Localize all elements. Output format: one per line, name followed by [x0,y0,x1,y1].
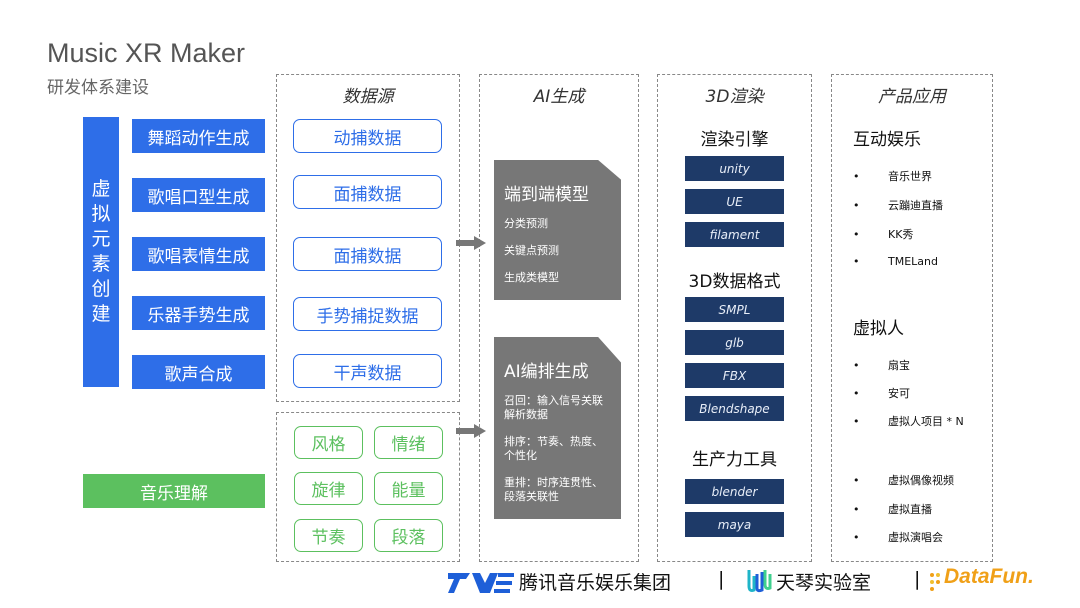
music-understanding-label: 音乐理解 [83,474,265,508]
datafun-dots-icon [930,573,940,591]
productivity-tools-title: 生产力工具 [692,450,777,470]
music-feature-item: 旋律 [294,472,363,505]
page-subtitle: 研发体系建设 [47,78,149,98]
3d-format-item: Blendshape [685,396,784,421]
dance-motion-generation: 舞蹈动作生成 [132,119,265,153]
data-source-item: 干声数据 [293,354,442,388]
page-title: Music XR Maker [47,38,246,68]
ai-gen-box [479,74,639,562]
data-source-item: 面捕数据 [293,175,442,209]
virtual-element-creation-label: 虚 拟 元 素 创 建 [83,117,119,387]
vertical-char: 元 [91,228,111,250]
product-list-item: •安可 [853,387,910,400]
tme-logo-icon [448,573,514,593]
product-list-item: •KK秀 [853,228,914,241]
3d-format-item: SMPL [685,297,784,322]
column-header-data-source: 数据源 [342,87,394,107]
product-list-item: •扇宝 [853,359,910,372]
footer-separator: | [718,568,725,590]
music-feature-item: 节奏 [294,519,363,552]
render-engine-title: 渲染引擎 [700,130,769,150]
bullet-icon: • [853,503,860,516]
3d-format-item: glb [685,330,784,355]
data-source-box [276,74,460,402]
music-feature-item: 段落 [374,519,443,552]
column-header-render: 3D渲染 [705,87,764,107]
music-feature-item: 情绪 [374,426,443,459]
3d-format-title: 3D数据格式 [688,272,781,292]
bullet-icon: • [853,199,860,212]
card-title: AI编排生成 [504,362,589,382]
card-title: 端到端模型 [504,185,589,205]
productivity-tool-item: maya [685,512,784,537]
bullet-icon: • [853,387,860,400]
instrument-gesture-generation: 乐器手势生成 [132,296,265,330]
interactive-entertainment-title: 互动娱乐 [853,130,921,150]
data-source-item: 面捕数据 [293,237,442,271]
music-feature-item: 能量 [374,472,443,505]
vertical-char: 创 [91,278,111,300]
tme-group-name: 腾讯音乐娱乐集团 [519,572,672,594]
bullet-icon: • [853,474,860,487]
product-list-item: •虚拟演唱会 [853,531,943,544]
product-list-item: •虚拟人项目 * N [853,415,964,428]
card-line: 召回：输入信号关联解析数据 [504,394,603,421]
product-list-item: •音乐世界 [853,170,932,183]
vertical-char: 虚 [91,178,111,200]
render-engine-item: UE [685,189,784,214]
footer-separator: | [914,568,921,590]
card-line: 排序：节奏、热度、个性化 [504,435,603,462]
arrow-right-icon [456,424,486,438]
product-list-item: •云蹦迪直播 [853,199,943,212]
vertical-char: 拟 [91,203,111,225]
render-engine-item: filament [685,222,784,247]
singing-lip-generation: 歌唱口型生成 [132,178,265,212]
vertical-char: 建 [91,303,111,325]
render-engine-item: unity [685,156,784,181]
product-list-item: •TMELand [853,255,938,268]
column-header-ai-gen: AI生成 [533,87,585,107]
bullet-icon: • [853,531,860,544]
render-box [657,74,812,562]
productivity-tool-item: blender [685,479,784,504]
virtual-human-title: 虚拟人 [853,319,904,339]
tianqin-lab-name: 天琴实验室 [776,572,872,594]
singing-voice-synthesis: 歌声合成 [132,355,265,389]
tianqin-lab-logo-icon [747,570,772,593]
product-box [831,74,993,562]
bullet-icon: • [853,415,860,428]
music-feature-box [276,412,460,562]
datafun-logo: DataFun. [944,565,1034,588]
data-source-item: 动捕数据 [293,119,442,153]
product-list-item: •虚拟直播 [853,503,932,516]
card-line: 分类预测 [504,217,548,230]
card-line: 重排：时序连贯性、段落关联性 [504,476,603,503]
product-list-item: •虚拟偶像视频 [853,474,954,487]
column-header-product: 产品应用 [878,87,946,107]
card-line: 生成类模型 [504,271,559,284]
singing-expression-generation: 歌唱表情生成 [132,237,265,271]
data-source-item: 手势捕捉数据 [293,297,442,331]
ai-arrangement-card: AI编排生成 召回：输入信号关联解析数据 排序：节奏、热度、个性化 重排：时序连… [494,337,621,519]
bullet-icon: • [853,359,860,372]
end-to-end-model-card: 端到端模型 分类预测 关键点预测 生成类模型 [494,160,621,300]
card-line: 关键点预测 [504,244,559,257]
3d-format-item: FBX [685,363,784,388]
arrow-right-icon [456,236,486,250]
bullet-icon: • [853,228,860,241]
bullet-icon: • [853,255,860,268]
music-feature-item: 风格 [294,426,363,459]
bullet-icon: • [853,170,860,183]
vertical-char: 素 [91,253,111,275]
